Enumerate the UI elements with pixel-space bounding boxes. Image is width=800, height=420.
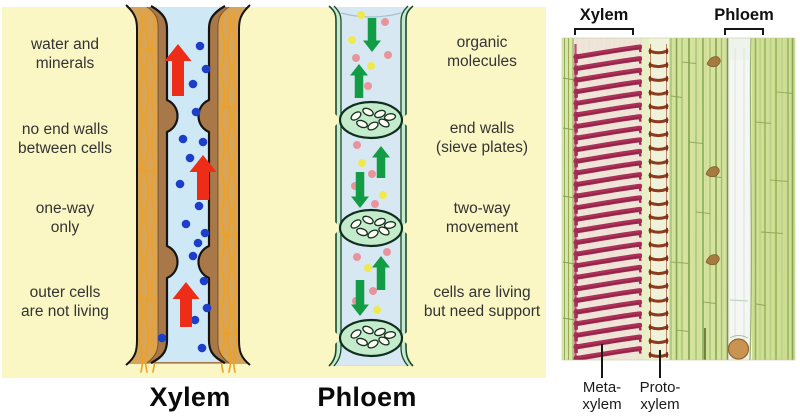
xylem-feature-label-oneway: one-way only <box>35 200 95 236</box>
protoxylem-label: Proto- xylem <box>639 379 681 413</box>
comparison-diagram-panel <box>2 7 546 378</box>
metaxylem-label: Meta- xylem <box>582 379 622 413</box>
phloem-feature-label-endwalls: end walls (sieve plates) <box>435 120 529 156</box>
micrograph-image <box>561 37 796 361</box>
phloem-title: Phloem <box>317 382 417 412</box>
micrograph-phloem-label: Phloem <box>714 6 774 24</box>
phloem-feature-label-living: cells are living but need support <box>423 284 541 320</box>
xylem-feature-label-endwalls: no end walls between cells <box>18 121 112 157</box>
micrograph-xylem-label: Xylem <box>579 6 629 24</box>
xylem-title: Xylem <box>149 382 231 412</box>
xylem-feature-label-cells: outer cells are not living <box>21 284 109 320</box>
phloem-feature-label-organic: organic molecules <box>447 34 517 70</box>
phloem-feature-label-twoway: two-way movement <box>445 200 519 236</box>
xylem-feature-label-water: water and minerals <box>30 36 100 72</box>
micrograph-annotations <box>574 28 764 378</box>
